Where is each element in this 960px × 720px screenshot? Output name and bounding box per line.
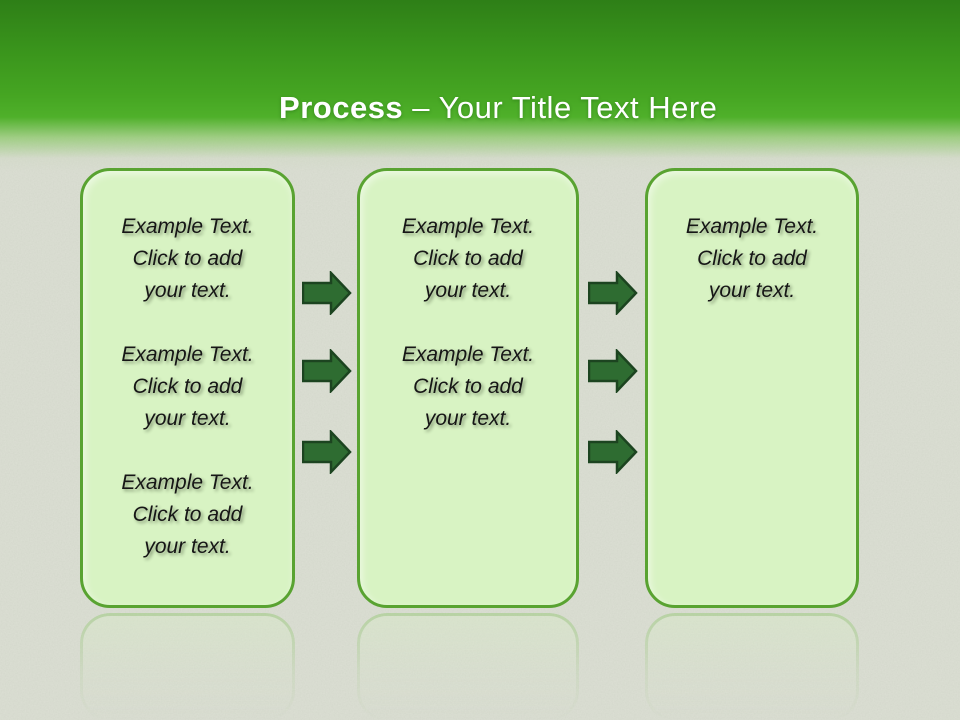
- right-arrow-icon[interactable]: [588, 349, 638, 393]
- example-text-placeholder: Example Text. Click to add your text.: [121, 215, 254, 302]
- example-text-placeholder: Example Text. Click to add your text.: [121, 471, 254, 558]
- process-box-2[interactable]: Example Text. Click to add your text. Exa…: [357, 168, 579, 608]
- slide-title-keyword: Process: [279, 90, 404, 125]
- right-arrow-icon[interactable]: [302, 271, 352, 315]
- example-text-placeholder: Example Text. Click to add your text.: [121, 343, 254, 430]
- right-arrow-icon[interactable]: [302, 349, 352, 393]
- reflection-box-2: [357, 613, 579, 720]
- right-arrow-icon[interactable]: [588, 271, 638, 315]
- slide-title-subtitle: – Your Title Text Here: [403, 90, 718, 125]
- right-arrow-icon[interactable]: [302, 430, 352, 474]
- process-box-3[interactable]: Example Text. Click to add your text.: [645, 168, 859, 608]
- reflection-box-3: [645, 613, 859, 720]
- example-text-placeholder: Example Text. Click to add your text.: [685, 215, 819, 302]
- example-text-placeholder: Example Text. Click to add your text.: [401, 215, 535, 302]
- right-arrow-icon[interactable]: [588, 430, 638, 474]
- process-box-1[interactable]: Example Text. Click to add your text. Exa…: [80, 168, 295, 608]
- example-text-placeholder: Example Text. Click to add your text.: [401, 343, 535, 430]
- reflection-box-1: [80, 613, 295, 720]
- slide-title[interactable]: Process – Your Title Text Here: [0, 54, 960, 162]
